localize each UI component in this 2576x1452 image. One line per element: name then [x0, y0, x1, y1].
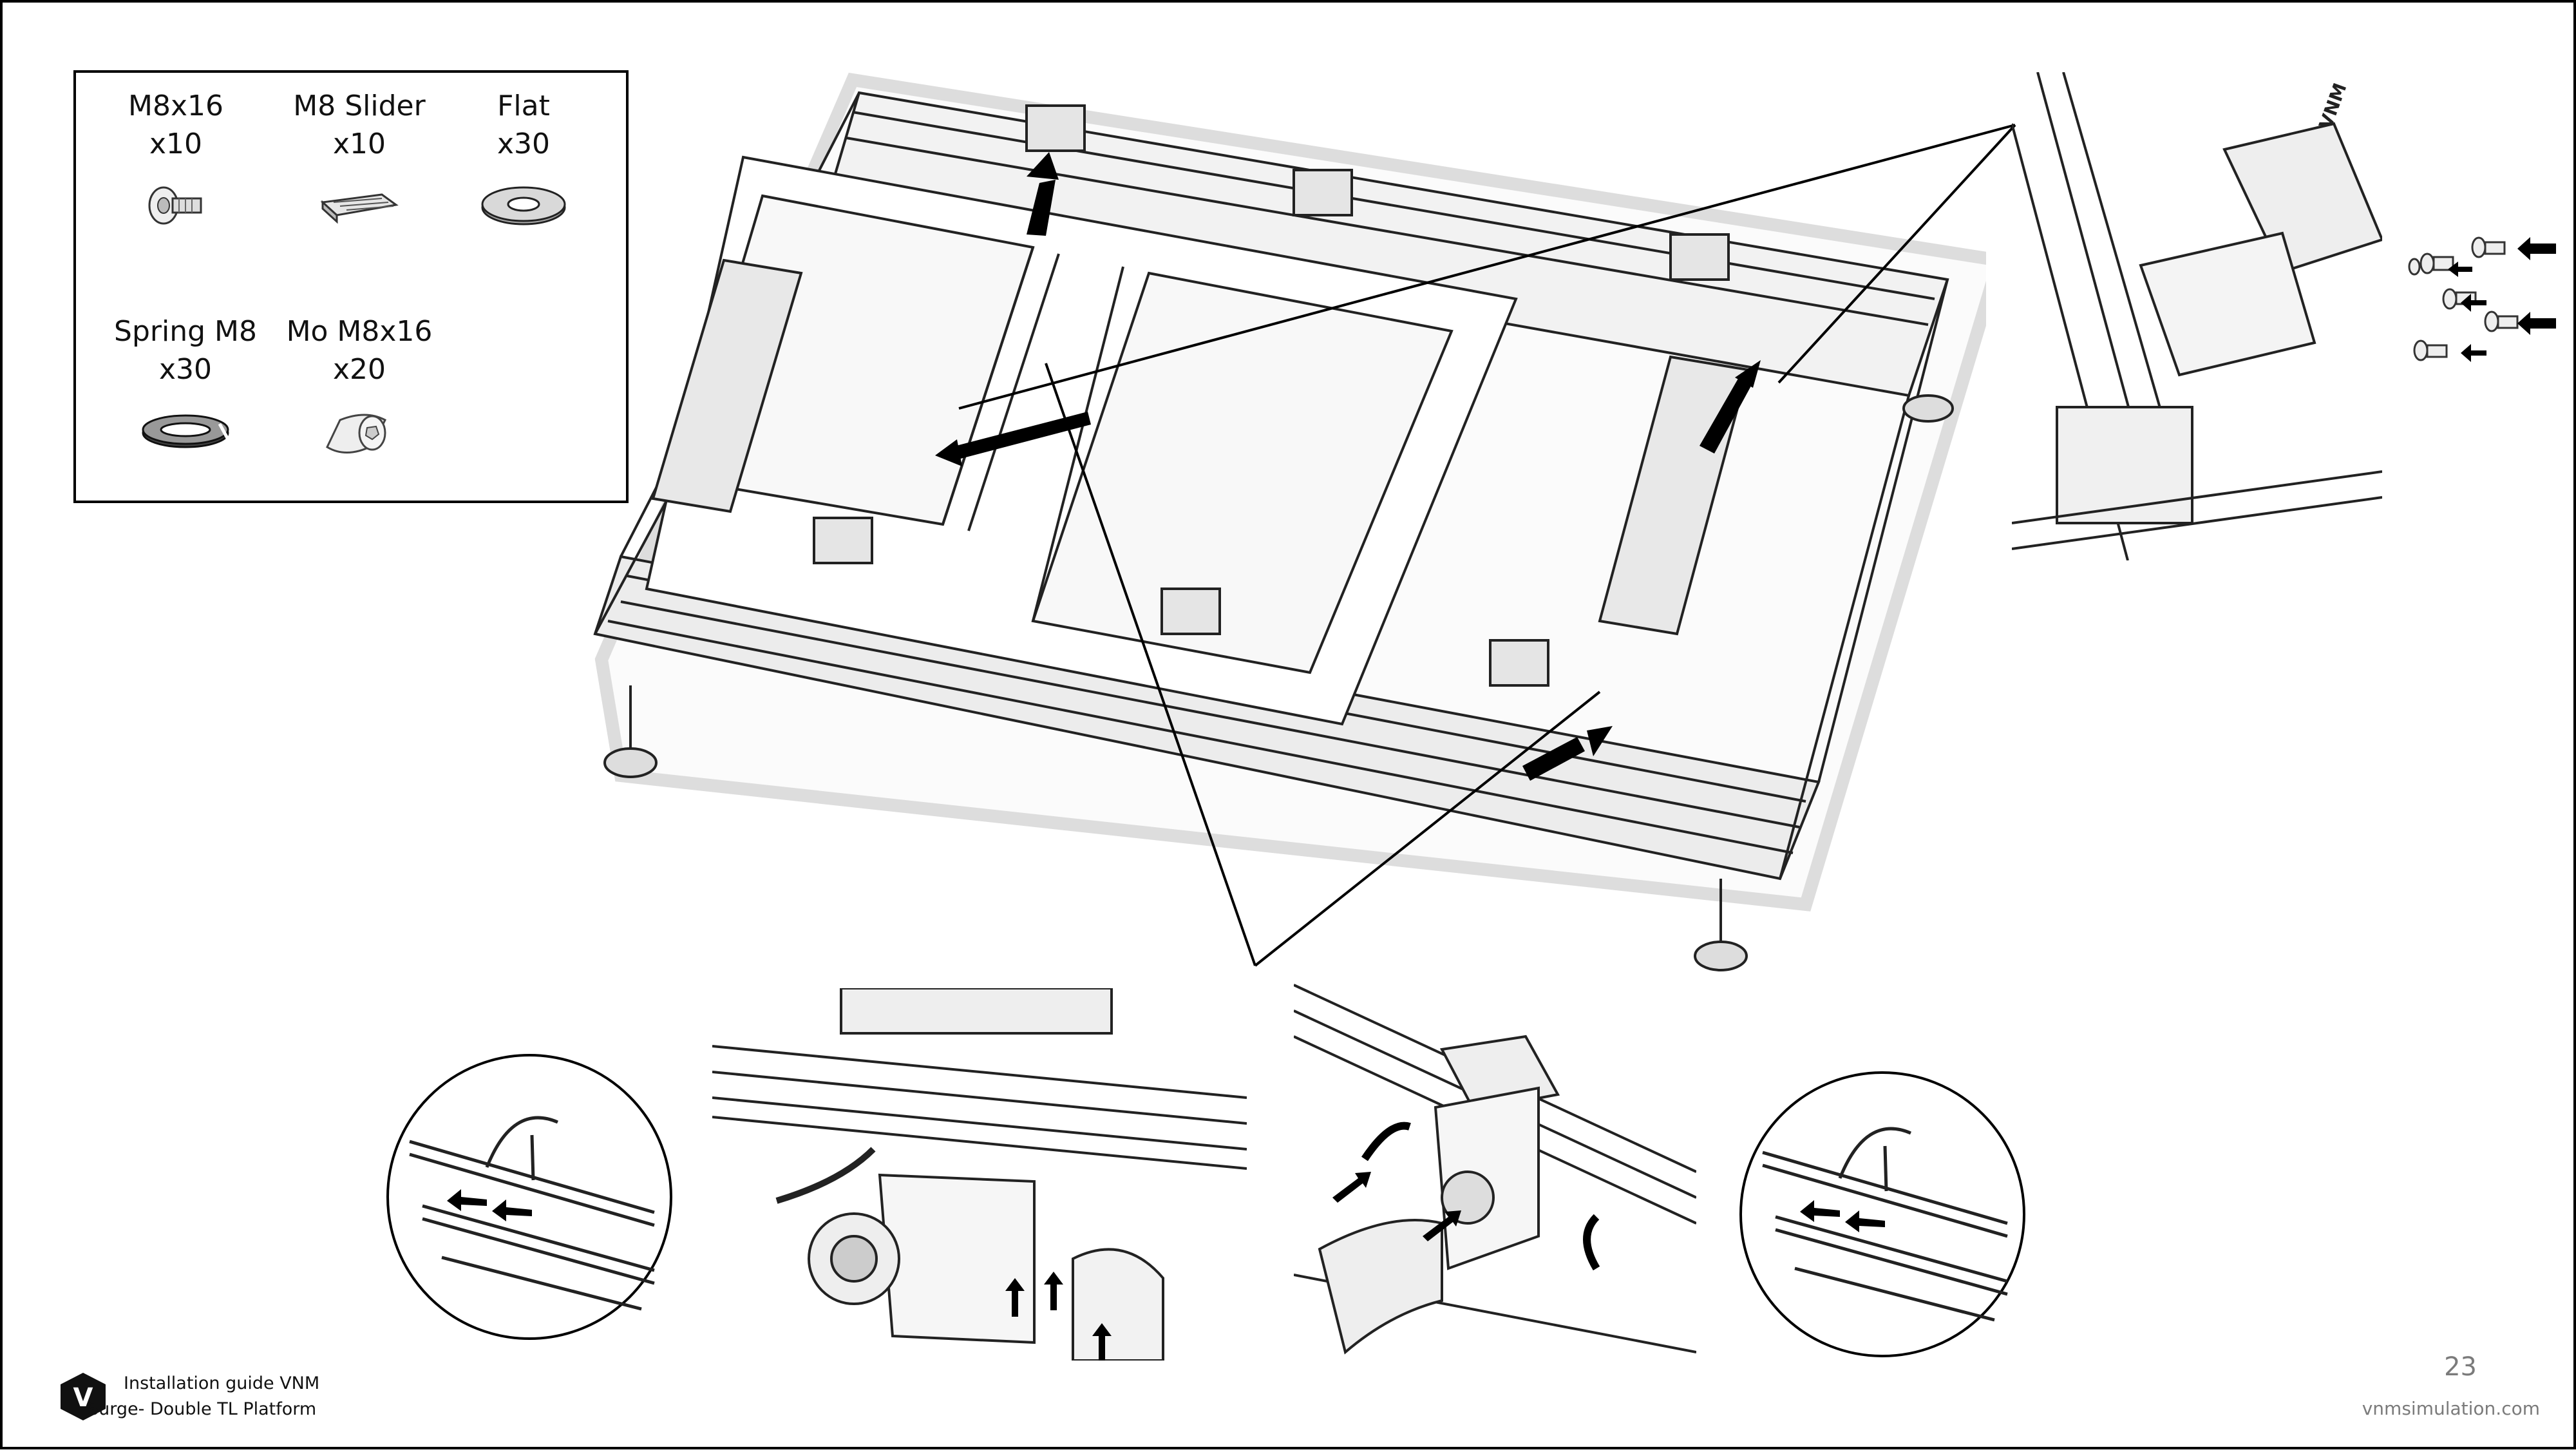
- page-number: 23: [2444, 1352, 2477, 1382]
- bolt-icon: [148, 186, 202, 225]
- actuator-end-detail: VNM: [2012, 72, 2382, 560]
- slider-insertion-detail-right: [1739, 1071, 2025, 1357]
- actuator-brand-mark: VNM: [2315, 81, 2351, 132]
- part-name: M8 Slider: [293, 90, 426, 122]
- hardware-stack-detail: [2408, 236, 2556, 362]
- slider-insertion-detail-left: [386, 1054, 672, 1340]
- footer-guide-subtitle: Surge- Double TL Platform: [88, 1399, 317, 1419]
- slider-nut-icon: [320, 193, 399, 224]
- part-qty: x10: [332, 128, 386, 161]
- part-spring-m8: Spring M8 x30: [95, 312, 276, 454]
- part-flat: Flat x30: [433, 87, 614, 228]
- button-bolt-icon: [326, 414, 386, 454]
- bracket-underside-detail: [712, 988, 1247, 1361]
- part-m8x16: M8x16 x10: [86, 87, 266, 228]
- spring-washer-icon: [142, 414, 229, 448]
- part-qty: x10: [149, 128, 203, 161]
- website-link[interactable]: vnmsimulation.com: [2362, 1398, 2540, 1419]
- part-qty: x30: [497, 128, 551, 161]
- footer-guide-title: Installation guide VNM: [124, 1373, 320, 1393]
- part-qty: x30: [158, 353, 213, 387]
- part-name: Spring M8: [114, 315, 257, 348]
- part-m8-slider: M8 Slider x10: [269, 87, 450, 228]
- part-qty: x20: [332, 353, 386, 387]
- part-name: Flat: [497, 90, 550, 122]
- vnm-logo-icon: V: [61, 1373, 106, 1420]
- parts-list-box: M8x16 x10 M8 Slider x10 Flat: [73, 70, 629, 503]
- part-name: M8x16: [128, 90, 223, 122]
- part-mo-m8x16: Mo M8x16 x20: [269, 312, 450, 460]
- platform-assembly-drawing: [593, 72, 1986, 971]
- logo-letter: V: [73, 1383, 93, 1413]
- bracket-mount-detail: [1294, 984, 1696, 1355]
- part-name: Mo M8x16: [286, 315, 433, 348]
- flat-washer-icon: [481, 186, 566, 225]
